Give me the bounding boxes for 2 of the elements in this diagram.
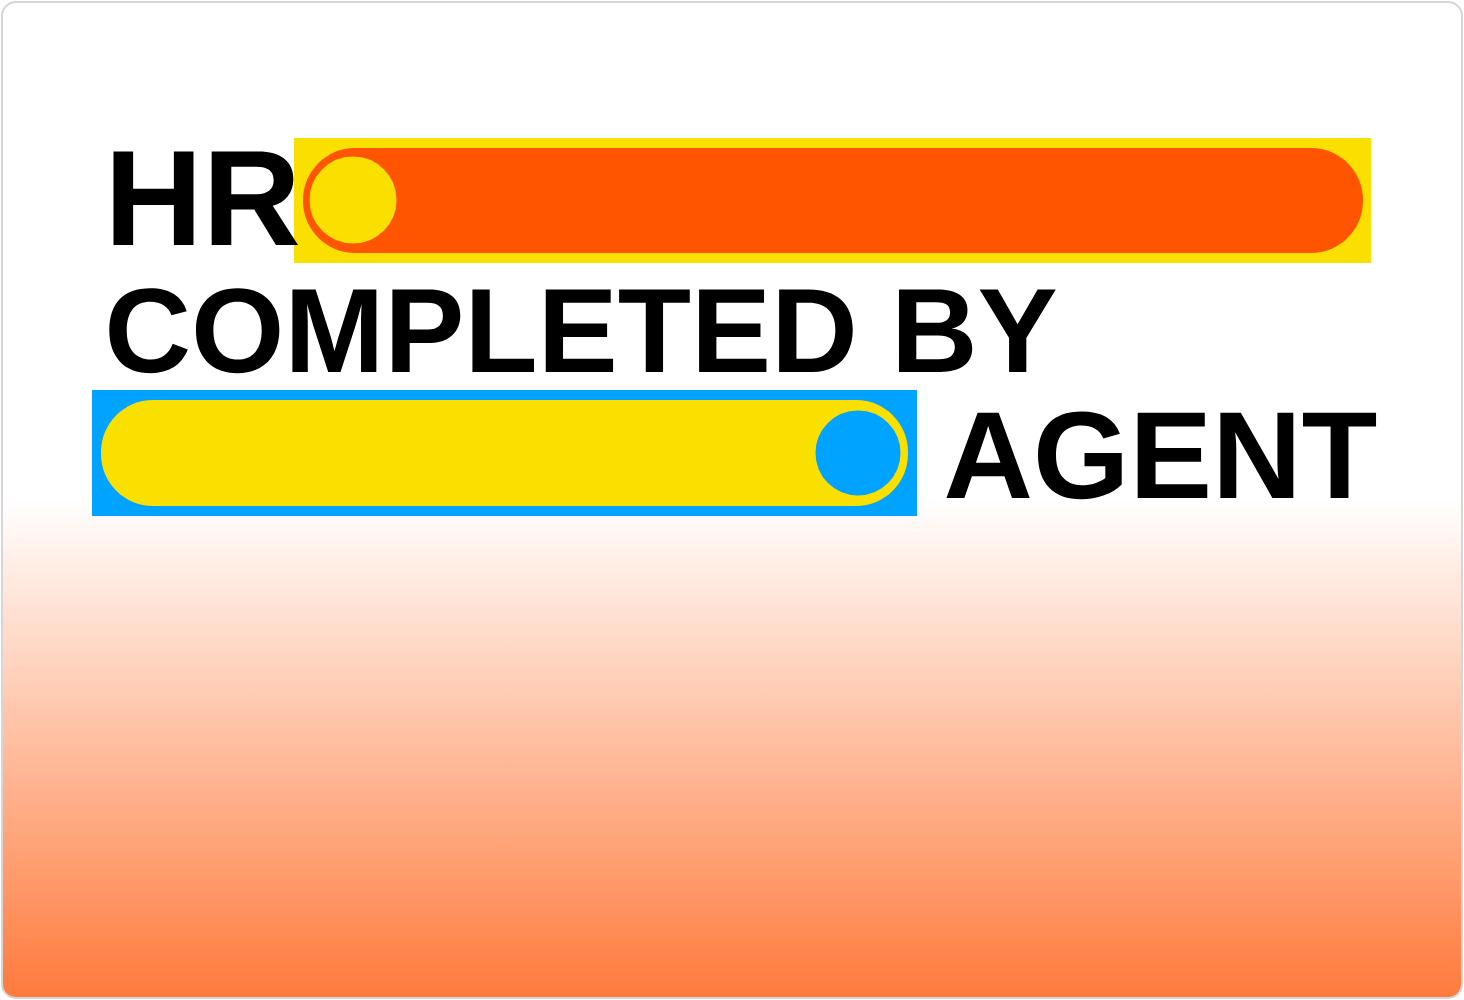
heading-text: COMPLETED BY	[109, 288, 1056, 374]
heading-text: AGENT	[946, 411, 1377, 500]
